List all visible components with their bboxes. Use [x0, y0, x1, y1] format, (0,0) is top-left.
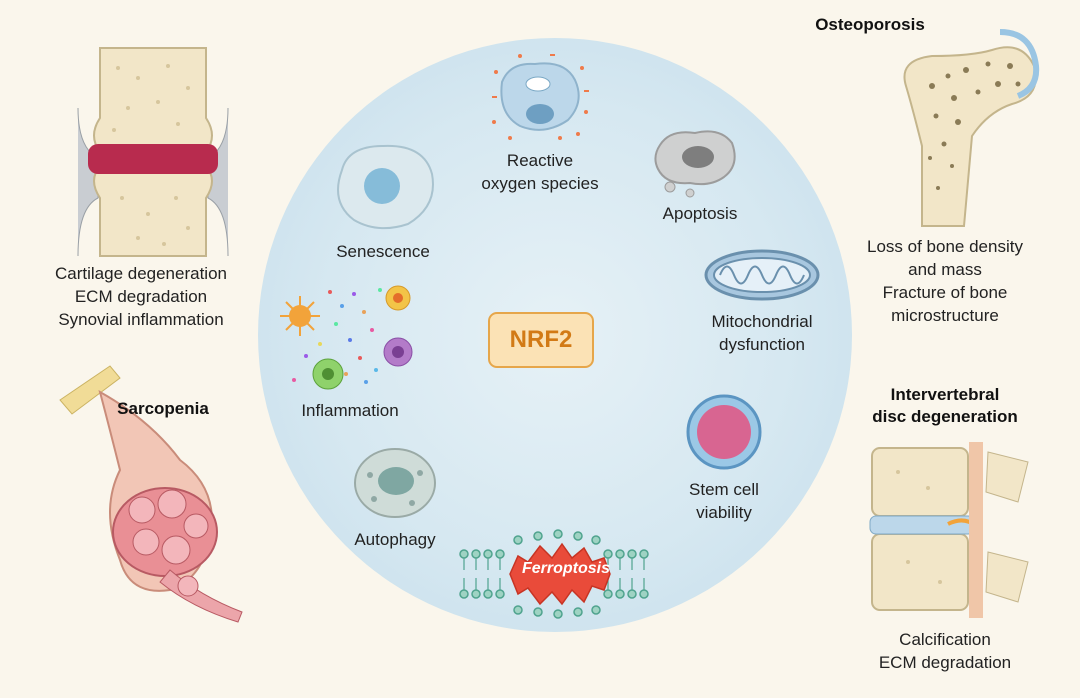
osteoarthritis-text: Cartilage degeneration ECM degradation S…	[54, 264, 227, 329]
inflammation-label: Inflammation	[301, 401, 399, 420]
spine-icon	[869, 442, 1029, 618]
inflammation-icon	[280, 285, 413, 390]
stemcell-label: Stem cell viability	[689, 480, 759, 522]
sarcopenia-title: Sarcopenia	[117, 399, 209, 418]
apoptosis-cell-icon	[654, 130, 736, 198]
osteoporosis-text: Loss of bone density and mass Fracture o…	[867, 237, 1023, 325]
senescence-cell-icon	[337, 144, 434, 230]
ros-label: Reactive oxygen species	[481, 151, 599, 193]
apoptosis-label: Apoptosis	[662, 204, 738, 223]
membrane-icon	[459, 529, 649, 619]
ivdd-title: Intervertebral disc degeneration	[872, 385, 1018, 426]
nrf2-box: NRF2	[488, 312, 594, 368]
ferroptosis-label: Ferroptosis	[521, 560, 610, 577]
osteoporosis-title: Osteoporosis	[815, 15, 925, 34]
ivdd-text: Calcification ECM degradation	[878, 630, 1012, 672]
nrf2-label: NRF2	[509, 326, 573, 353]
joint-icon	[77, 47, 229, 257]
senescence-label: Senescence	[336, 242, 430, 261]
stem-cell-icon	[686, 394, 762, 470]
ros-cell-icon	[492, 54, 589, 140]
autophagy-cell-icon	[354, 448, 436, 518]
muscle-icon	[59, 365, 243, 623]
mitochondria-icon	[704, 249, 820, 301]
femur-icon	[903, 29, 1040, 227]
autophagy-label: Autophagy	[354, 530, 436, 549]
mitochondrial-label: Mitochondrial dysfunction	[711, 312, 813, 354]
